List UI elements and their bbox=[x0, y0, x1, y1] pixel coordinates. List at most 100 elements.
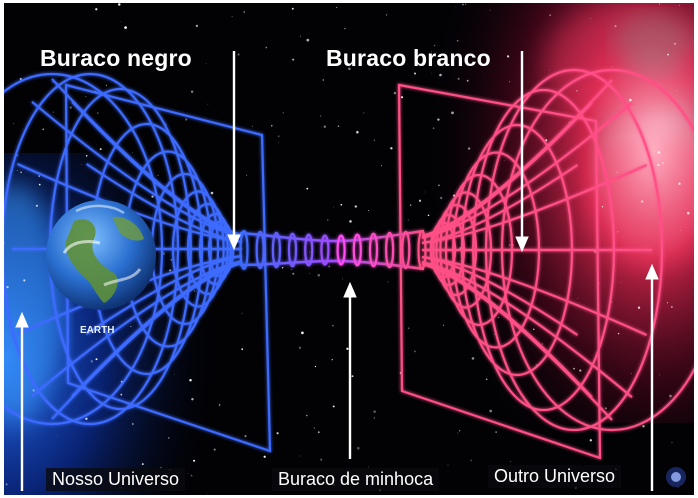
star bbox=[400, 96, 404, 99]
star bbox=[120, 21, 121, 22]
star bbox=[418, 199, 422, 202]
star bbox=[503, 160, 505, 161]
star bbox=[306, 187, 309, 190]
star bbox=[292, 58, 295, 61]
funnel-radial-line bbox=[16, 162, 243, 244]
star bbox=[459, 430, 461, 432]
star bbox=[509, 461, 511, 462]
star bbox=[617, 231, 619, 233]
black-hole-label: Buraco negro bbox=[40, 45, 192, 71]
star bbox=[549, 14, 552, 16]
star bbox=[573, 367, 575, 370]
wormhole-ring bbox=[336, 234, 346, 266]
star bbox=[263, 455, 266, 458]
star bbox=[278, 142, 279, 143]
star bbox=[427, 214, 430, 217]
star bbox=[241, 348, 244, 351]
star bbox=[332, 324, 334, 327]
star bbox=[244, 434, 247, 438]
star bbox=[470, 459, 472, 461]
star bbox=[549, 69, 550, 71]
star bbox=[368, 466, 369, 468]
star bbox=[320, 115, 322, 117]
star bbox=[442, 324, 445, 326]
star bbox=[317, 431, 320, 434]
star bbox=[190, 90, 194, 93]
star bbox=[314, 365, 317, 368]
star bbox=[195, 24, 199, 28]
earth-planet bbox=[46, 200, 156, 310]
star bbox=[292, 272, 295, 275]
star bbox=[387, 281, 389, 283]
star bbox=[333, 206, 335, 208]
star bbox=[431, 72, 432, 74]
star bbox=[407, 327, 410, 330]
star bbox=[320, 458, 323, 461]
funnel-radial-line bbox=[71, 101, 243, 238]
star bbox=[331, 359, 333, 361]
star bbox=[301, 331, 304, 335]
star bbox=[354, 205, 357, 208]
star bbox=[614, 25, 617, 28]
star bbox=[328, 265, 331, 268]
star bbox=[23, 279, 26, 282]
star bbox=[617, 332, 620, 335]
star bbox=[337, 125, 340, 128]
star bbox=[674, 143, 676, 144]
star bbox=[340, 203, 343, 206]
star bbox=[637, 306, 641, 309]
star bbox=[52, 82, 54, 83]
star bbox=[466, 79, 469, 82]
star bbox=[271, 125, 273, 127]
star bbox=[611, 66, 613, 68]
star bbox=[686, 211, 690, 215]
star bbox=[191, 398, 194, 401]
funnel-radial-line bbox=[421, 101, 633, 239]
funnel-radial-line bbox=[421, 163, 648, 245]
star bbox=[532, 328, 535, 331]
star bbox=[457, 77, 460, 80]
arrow-our-universe-head bbox=[15, 311, 29, 328]
star bbox=[495, 431, 497, 433]
star bbox=[323, 125, 326, 128]
scene-canvas bbox=[4, 3, 694, 495]
star bbox=[317, 273, 321, 277]
star bbox=[467, 147, 471, 150]
star bbox=[393, 91, 397, 95]
star bbox=[493, 334, 495, 335]
wormhole-illustration: Buraco negro Buraco branco EARTH Nosso U… bbox=[4, 3, 694, 495]
star bbox=[282, 112, 285, 114]
star bbox=[167, 437, 170, 439]
star bbox=[12, 123, 14, 125]
star bbox=[616, 171, 618, 174]
star bbox=[662, 162, 664, 164]
wormhole-ring bbox=[385, 231, 395, 269]
white-hole-funnel bbox=[397, 68, 694, 460]
funnel-radial-line bbox=[421, 79, 613, 238]
funnel-radial-line bbox=[51, 78, 243, 237]
star bbox=[605, 407, 607, 409]
white-hole-label: Buraco branco bbox=[326, 45, 491, 71]
star bbox=[407, 219, 409, 221]
star bbox=[99, 148, 102, 151]
star bbox=[640, 200, 644, 203]
star bbox=[509, 81, 511, 83]
star bbox=[157, 174, 159, 176]
star bbox=[265, 46, 268, 49]
star bbox=[665, 255, 667, 257]
star bbox=[185, 118, 188, 121]
funnel-radial-line bbox=[421, 262, 613, 421]
star bbox=[667, 53, 669, 56]
wormhole-ring bbox=[287, 232, 298, 268]
star bbox=[20, 171, 23, 174]
star bbox=[351, 375, 354, 378]
star bbox=[95, 8, 98, 11]
star bbox=[363, 112, 365, 114]
star bbox=[291, 7, 294, 10]
star bbox=[327, 219, 329, 221]
star bbox=[601, 206, 604, 208]
star bbox=[218, 404, 221, 406]
star bbox=[243, 11, 245, 13]
star bbox=[680, 229, 682, 231]
star bbox=[206, 493, 208, 495]
